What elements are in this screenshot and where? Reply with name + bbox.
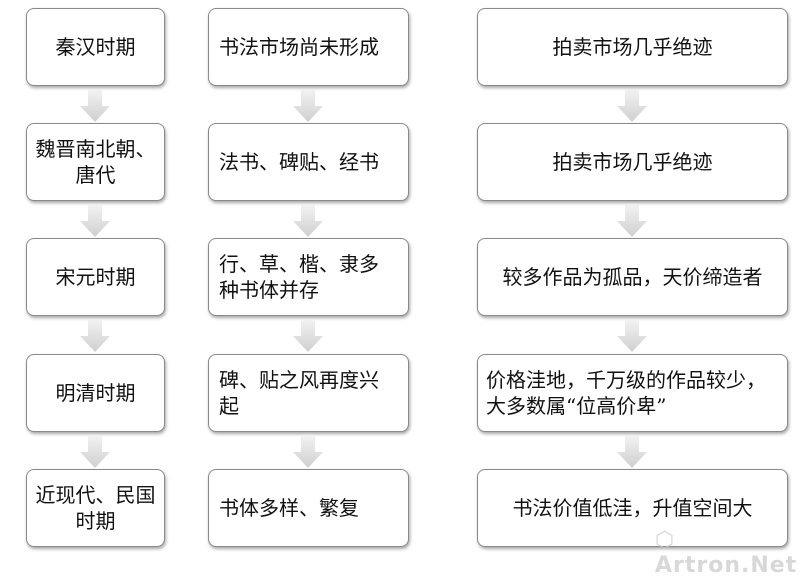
period-label: 近现代、民国时期 [35, 483, 156, 533]
market-status-box: 价格洼地，千万级的作品较少，大多数属“位高价卑” [477, 354, 788, 432]
down-arrow-icon [80, 436, 110, 468]
calligraphy-feature-label: 行、草、楷、隶多种书体并存 [219, 252, 379, 302]
down-arrow-icon [80, 205, 110, 237]
down-arrow-icon [293, 205, 323, 237]
period-box: 明清时期 [26, 354, 165, 432]
calligraphy-feature-box: 行、草、楷、隶多种书体并存 [208, 238, 409, 316]
period-box: 秦汉时期 [26, 8, 165, 86]
calligraphy-feature-label: 碑、贴之风再度兴起 [219, 368, 379, 418]
down-arrow-icon [617, 320, 647, 352]
market-status-box: 较多作品为孤品，天价缔造者 [477, 238, 788, 316]
period-box: 近现代、民国时期 [26, 469, 165, 547]
period-label: 秦汉时期 [55, 35, 136, 59]
down-arrow-icon [293, 436, 323, 468]
down-arrow-icon [617, 205, 647, 237]
market-status-label: 拍卖市场几乎绝迹 [552, 150, 713, 174]
calligraphy-feature-label: 书法市场尚未形成 [219, 35, 379, 59]
down-arrow-icon [80, 320, 110, 352]
down-arrow-icon [617, 436, 647, 468]
market-status-box: 书法价值低洼，升值空间大 [477, 469, 788, 547]
market-status-label: 书法价值低洼，升值空间大 [512, 496, 753, 520]
market-status-box: 拍卖市场几乎绝迹 [477, 123, 788, 201]
watermark: ⬡ Artron.Net [655, 528, 798, 578]
period-box: 魏晋南北朝、唐代 [26, 123, 165, 201]
market-status-label: 较多作品为孤品，天价缔造者 [502, 265, 763, 289]
period-label: 魏晋南北朝、唐代 [35, 137, 156, 187]
market-status-box: 拍卖市场几乎绝迹 [477, 8, 788, 86]
market-status-label: 拍卖市场几乎绝迹 [552, 35, 713, 59]
down-arrow-icon [617, 90, 647, 122]
calligraphy-feature-label: 书体多样、繁复 [219, 496, 359, 520]
period-label: 宋元时期 [55, 265, 136, 289]
down-arrow-icon [293, 320, 323, 352]
calligraphy-feature-box: 碑、贴之风再度兴起 [208, 354, 409, 432]
calligraphy-feature-label: 法书、碑贴、经书 [219, 150, 379, 174]
calligraphy-feature-box: 法书、碑贴、经书 [208, 123, 409, 201]
calligraphy-feature-box: 书体多样、繁复 [208, 469, 409, 547]
period-box: 宋元时期 [26, 238, 165, 316]
down-arrow-icon [293, 90, 323, 122]
down-arrow-icon [80, 90, 110, 122]
market-status-label: 价格洼地，千万级的作品较少，大多数属“位高价卑” [486, 368, 766, 418]
period-label: 明清时期 [55, 381, 136, 405]
calligraphy-feature-box: 书法市场尚未形成 [208, 8, 409, 86]
